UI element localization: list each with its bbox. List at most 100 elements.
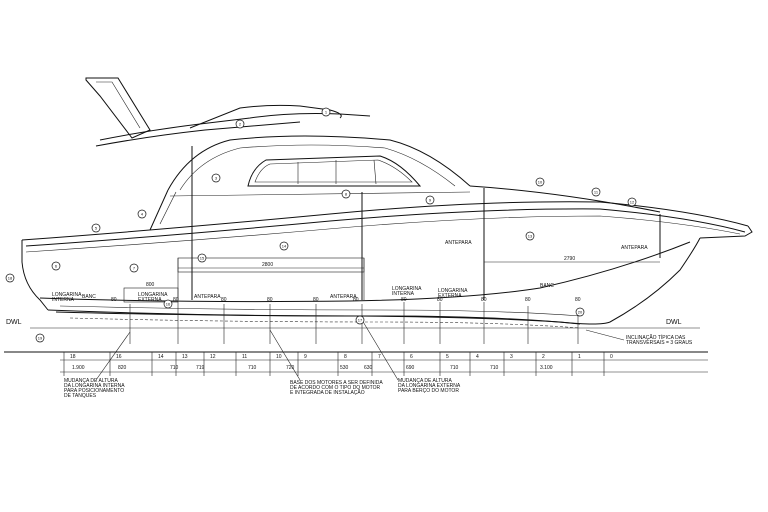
callout-bubble: 14 xyxy=(279,241,289,251)
label-antepara-2: ANTEPARA xyxy=(330,294,357,300)
note-engine-cradle: MUDANÇA DE ALTURA DA LONGARINA EXTERNA P… xyxy=(398,378,461,394)
stringer-height: 80 xyxy=(221,297,227,303)
frame-label: 1 xyxy=(578,354,581,360)
label-antepara-4: ANTEPARA xyxy=(621,245,648,251)
frame-label: 16 xyxy=(116,354,122,360)
svg-text:10: 10 xyxy=(538,180,543,185)
frame-label: 13 xyxy=(182,354,188,360)
callout-bubble: 18 xyxy=(5,273,15,283)
callout-bubble: 2 xyxy=(235,119,245,129)
note-engine-base: BASE DOS MOTORES A SER DEFINIDA DE ACORD… xyxy=(290,380,384,396)
bottom-dimension: 3.100 xyxy=(540,365,553,371)
frame-label: 5 xyxy=(446,354,449,360)
callout-bubble: 9 xyxy=(425,195,435,205)
stringer-height: 80 xyxy=(267,297,273,303)
frame-label: 7 xyxy=(378,354,381,360)
svg-text:17: 17 xyxy=(358,318,363,323)
svg-text:8: 8 xyxy=(345,192,348,197)
callout-bubble: 12 xyxy=(627,197,637,207)
waterline: DWL DWL xyxy=(6,319,700,329)
transverse-frames xyxy=(129,302,579,344)
callout-bubble: 17 xyxy=(355,315,365,325)
frame-label: 9 xyxy=(304,354,307,360)
dwl-right-label: DWL xyxy=(666,319,682,326)
frame-label: 6 xyxy=(410,354,413,360)
stringer-height: 80 xyxy=(313,297,319,303)
svg-text:13: 13 xyxy=(528,234,533,239)
svg-text:5: 5 xyxy=(95,226,98,231)
frame-label: 2 xyxy=(542,354,545,360)
bottom-dimension: 710 xyxy=(490,365,499,371)
frame-label: 4 xyxy=(476,354,479,360)
frame-label: 3 xyxy=(510,354,513,360)
callout-bubble: 20 xyxy=(575,307,585,317)
callout-bubble: 4 xyxy=(137,209,147,219)
bottom-dimension: 820 xyxy=(118,365,127,371)
frame-label: 12 xyxy=(210,354,216,360)
callout-bubble: 13 xyxy=(525,231,535,241)
bottom-dimension: 710 xyxy=(170,365,179,371)
callout-bubble: 3 xyxy=(211,173,221,183)
stringer-height: 80 xyxy=(525,297,531,303)
stringer-height: 80 xyxy=(401,297,407,303)
svg-text:16: 16 xyxy=(166,302,171,307)
label-banc-a: BANC xyxy=(82,294,96,300)
label-antepara-1: ANTEPARA xyxy=(194,294,221,300)
svg-text:14: 14 xyxy=(282,244,287,249)
svg-text:18: 18 xyxy=(8,276,13,281)
note-transverse-slope: INCLINAÇÃO TÍPICA DAS TRANSVERSAIS = 3 G… xyxy=(626,334,693,346)
svg-text:12: 12 xyxy=(630,200,635,205)
svg-text:6: 6 xyxy=(55,264,58,269)
callout-bubble: 19 xyxy=(35,333,45,343)
frame-label: 18 xyxy=(70,354,76,360)
frame-label: 14 xyxy=(158,354,164,360)
bottom-dimension: 719 xyxy=(196,365,205,371)
dim-tank-top: 800 xyxy=(146,282,155,288)
label-banc-b: BANC xyxy=(540,283,554,289)
dim-aft-right: 2790 xyxy=(564,256,575,262)
callout-bubble: 1 xyxy=(321,107,331,117)
frame-label: 10 xyxy=(276,354,282,360)
engine-room-dimension: 2800 800 2790 xyxy=(146,256,660,288)
callout-bubble: 5 xyxy=(91,223,101,233)
stringer-height: 80 xyxy=(575,297,581,303)
svg-text:1: 1 xyxy=(325,110,328,115)
baseline xyxy=(4,351,708,373)
frame-label: 0 xyxy=(610,354,613,360)
callout-bubble: 16 xyxy=(163,299,173,309)
callout-bubble: 15 xyxy=(197,253,207,263)
bottom-dimension: 690 xyxy=(406,365,415,371)
bottom-dimension: 710 xyxy=(450,365,459,371)
stringer-height: 80 xyxy=(111,297,117,303)
engine-room xyxy=(123,146,661,303)
stringer-height: 80 xyxy=(353,297,359,303)
callout-bubble: 6 xyxy=(51,261,61,271)
hull-outline xyxy=(21,201,753,325)
callout-bubble: 8 xyxy=(341,189,351,199)
dwl-left-label: DWL xyxy=(6,319,22,326)
notes: MUDANÇA DE ALTURA DA LONGARINA INTERNA P… xyxy=(64,319,693,399)
svg-text:19: 19 xyxy=(38,336,43,341)
stringer-height: 80 xyxy=(437,297,443,303)
svg-text:9: 9 xyxy=(429,198,432,203)
stringer-height: 80 xyxy=(481,297,487,303)
bottom-dimension: 530 xyxy=(340,365,349,371)
svg-text:20: 20 xyxy=(578,310,583,315)
svg-text:3: 3 xyxy=(215,176,218,181)
bottom-dimension: 710 xyxy=(248,365,257,371)
bottom-dimension: 1.900 xyxy=(72,365,85,371)
callout-bubble: 11 xyxy=(591,187,601,197)
dim-engine-room: 2800 xyxy=(262,262,273,268)
frame-label: 11 xyxy=(242,354,247,360)
stringer-height: 80 xyxy=(173,297,179,303)
stringers xyxy=(55,302,581,344)
note-tank-stringer: MUDANÇA DE ALTURA DA LONGARINA INTERNA P… xyxy=(64,378,126,399)
